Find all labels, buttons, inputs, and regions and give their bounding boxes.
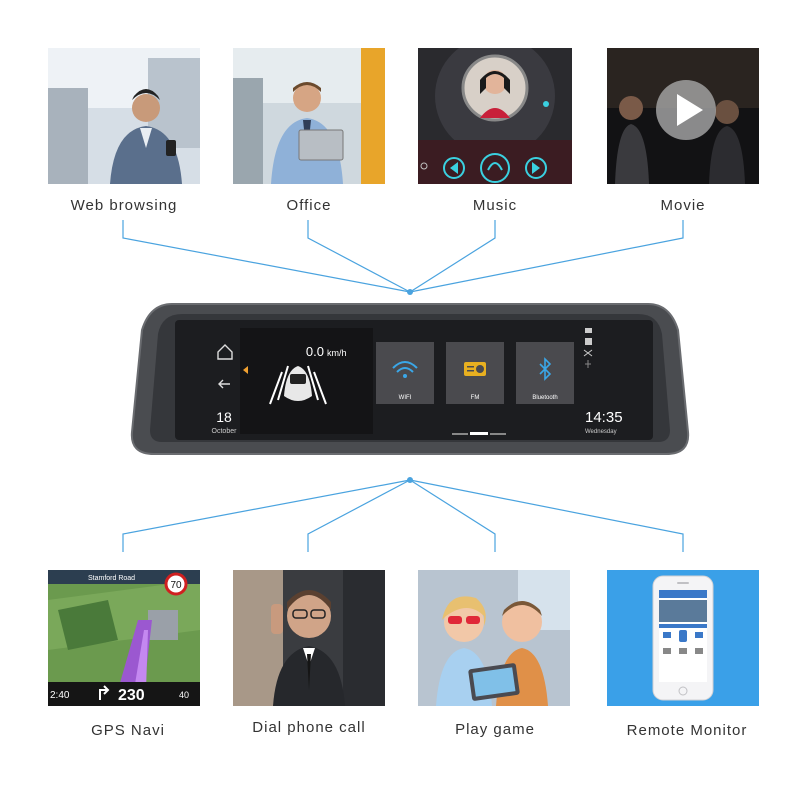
gps-speed-limit: 70	[170, 580, 182, 591]
speed-panel: 0.0 km/h	[240, 328, 373, 434]
wifi-icon	[392, 361, 418, 378]
gps-street: Stamford Road	[88, 575, 135, 582]
connector-hub-bottom	[407, 477, 413, 483]
gps-speed: 40	[179, 690, 189, 700]
app-label-wifi: WIFI	[399, 395, 412, 401]
back-icon[interactable]	[218, 379, 230, 389]
movie-image	[607, 48, 759, 184]
app-label-fm: FM	[471, 395, 480, 401]
connector-remote	[409, 479, 684, 552]
clock-weekday: Wednesday	[585, 429, 617, 435]
clock-time: 14:35	[585, 409, 623, 426]
page-indicator	[452, 433, 468, 435]
play-game-image	[418, 570, 570, 706]
turn-arrow-icon	[99, 685, 110, 700]
dial-phone-call-label: Dial phone call	[252, 719, 366, 736]
gps-navi-image: Stamford Road 70 2:40 230 40	[48, 570, 200, 706]
radio-icon	[464, 362, 486, 376]
status-icons	[583, 328, 593, 368]
remote-monitor-label: Remote Monitor	[626, 722, 748, 739]
speed-limit-sign	[164, 572, 188, 596]
remote-monitor-image	[607, 570, 759, 706]
app-tile-bluetooth[interactable]: Bluetooth	[516, 342, 574, 404]
app-tile-fm[interactable]: FM	[446, 342, 504, 404]
connector-hub-top	[407, 289, 413, 295]
connector-movie	[409, 220, 684, 293]
gps-navi-label: GPS Navi	[91, 722, 165, 739]
connector-game	[409, 479, 496, 552]
date-month: October	[212, 428, 238, 435]
date-day: 18	[216, 409, 232, 425]
gps-distance: 230	[118, 687, 145, 704]
play-game-label: Play game	[455, 721, 535, 738]
app-label-bluetooth: Bluetooth	[532, 395, 557, 401]
bluetooth-icon	[539, 357, 552, 381]
music-image	[418, 48, 572, 184]
office-image	[233, 48, 385, 184]
movie-label: Movie	[660, 197, 706, 214]
app-tile-wifi[interactable]: WIFI	[376, 342, 434, 404]
dial-phone-call-image	[233, 570, 385, 706]
speed-unit: km/h	[327, 348, 347, 358]
web-browsing-image	[48, 48, 200, 184]
connector-web	[122, 220, 411, 293]
connector-office	[307, 220, 411, 293]
connector-music	[409, 220, 496, 293]
web-browsing-label: Web browsing	[70, 197, 178, 214]
office-label: Office	[286, 197, 332, 214]
music-label: Music	[472, 197, 518, 214]
connector-gps	[122, 479, 411, 552]
mirror-dashcam-device: 18 October 0.0 km/h WIFI FM	[130, 303, 690, 455]
connector-phone	[307, 479, 411, 552]
home-icon[interactable]	[217, 344, 233, 360]
speed-value: 0.0	[306, 344, 324, 359]
gps-time-left: 2:40	[50, 690, 70, 701]
